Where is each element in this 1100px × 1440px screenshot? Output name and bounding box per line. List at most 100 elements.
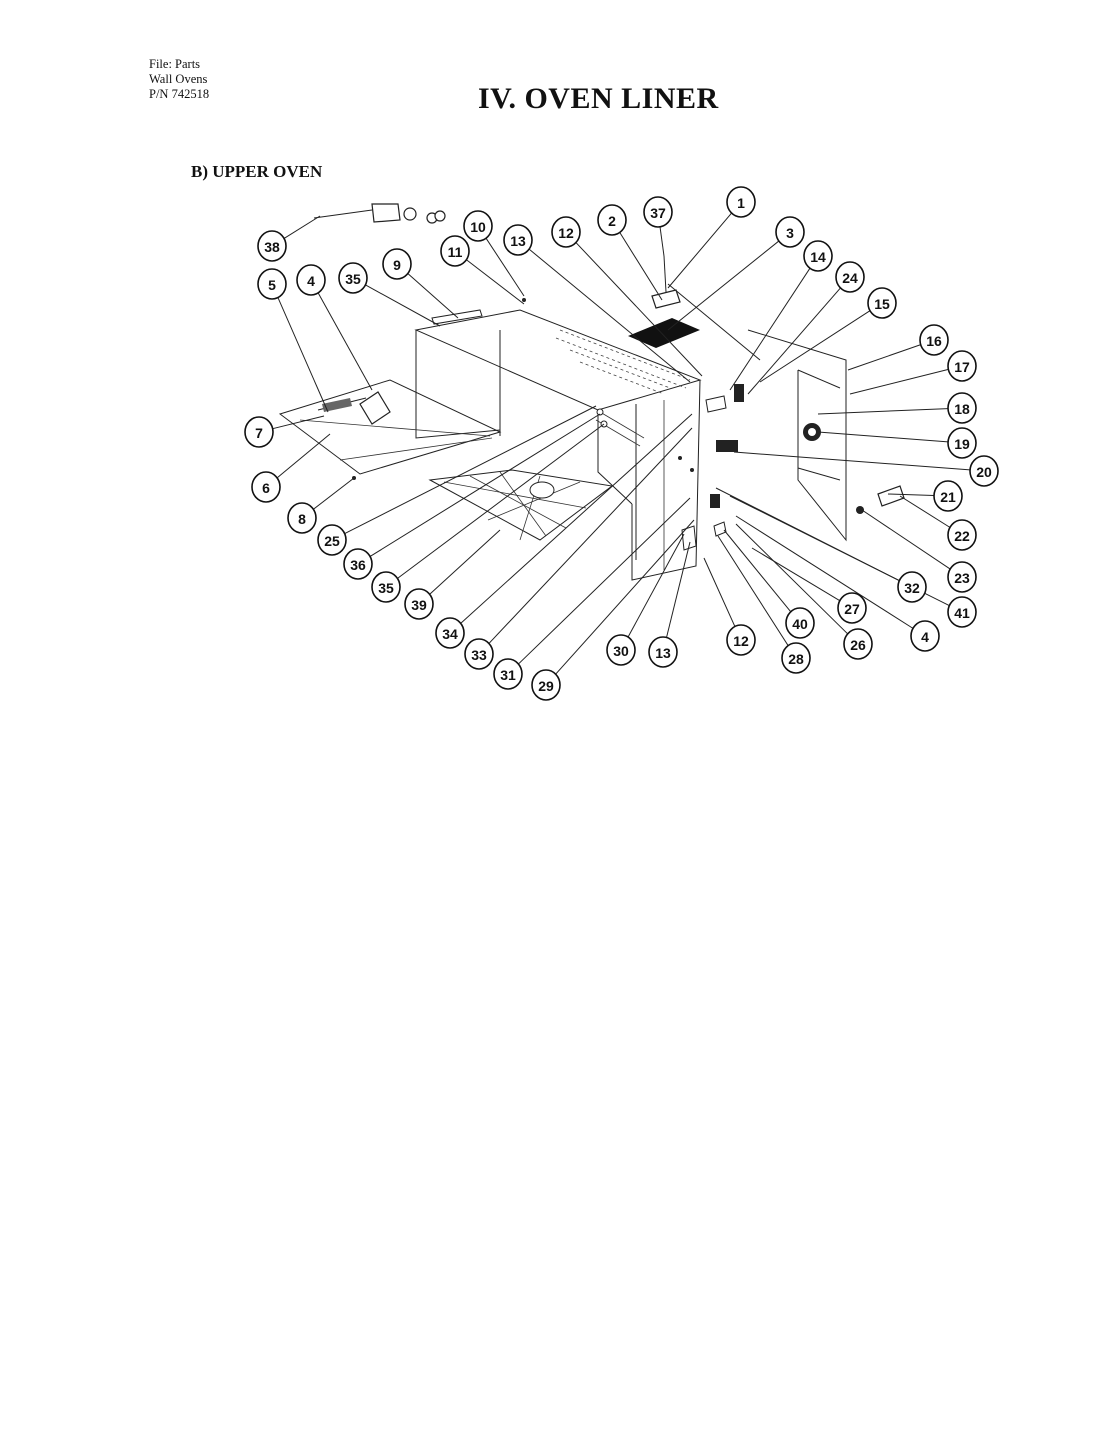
callout-21: 21 xyxy=(933,480,963,512)
callout-40: 40 xyxy=(785,607,815,639)
lower-bracket xyxy=(681,525,697,551)
callout-16: 16 xyxy=(919,324,949,356)
callout-8: 8 xyxy=(287,502,317,534)
callout-label: 3 xyxy=(786,225,794,241)
callout-label: 32 xyxy=(904,580,920,596)
leader-lines xyxy=(272,212,971,675)
leader-line-10 xyxy=(485,237,525,297)
leader-line-6 xyxy=(276,433,331,479)
leader-line-29 xyxy=(554,519,695,675)
callout-label: 26 xyxy=(850,637,866,653)
door-switch xyxy=(734,384,744,402)
file-info-line-2: Wall Ovens xyxy=(149,72,208,86)
callout-label: 36 xyxy=(350,557,366,573)
file-info-line-3: P/N 742518 xyxy=(149,87,210,101)
leader-line-12 xyxy=(575,241,703,377)
top-vent-pattern xyxy=(555,329,691,395)
callout-38: 38 xyxy=(257,230,287,262)
callout-39: 39 xyxy=(404,588,434,620)
callout-label: 6 xyxy=(262,480,270,496)
callout-32: 32 xyxy=(897,571,927,603)
callout-31: 31 xyxy=(493,658,523,690)
callout-label: 4 xyxy=(307,273,315,289)
tray-ribs xyxy=(443,471,587,541)
callout-label: 41 xyxy=(954,605,970,621)
callout-label: 30 xyxy=(613,643,629,659)
callout-label: 20 xyxy=(976,464,992,480)
callout-label: 13 xyxy=(510,233,526,249)
callout-41: 41 xyxy=(947,596,977,628)
left-baffle-panel xyxy=(278,379,502,475)
leader-line-12 xyxy=(703,557,736,628)
leader-line-9 xyxy=(407,272,459,319)
leader-line-38 xyxy=(283,215,321,240)
leader-line-40 xyxy=(723,529,792,613)
callout-4: 4 xyxy=(910,620,940,652)
callout-label: 18 xyxy=(954,401,970,417)
leader-line-30 xyxy=(627,533,685,638)
leader-line-17 xyxy=(849,368,949,395)
terminal-block xyxy=(710,494,720,508)
leader-line-4 xyxy=(317,291,373,391)
leader-line-5 xyxy=(277,296,329,413)
callout-label: 10 xyxy=(470,219,486,235)
leader-line-27 xyxy=(751,547,841,602)
leader-line-37 xyxy=(659,225,665,257)
callout-label: 11 xyxy=(448,244,463,260)
callout-label: 21 xyxy=(940,489,956,505)
file-info-line-1: File: Parts xyxy=(149,57,201,71)
callout-10: 10 xyxy=(463,210,493,242)
leader-line-13 xyxy=(665,541,691,639)
section-title: B) UPPER OVEN xyxy=(191,162,323,181)
leader-line-35 xyxy=(365,284,441,327)
oven-drawing xyxy=(278,203,905,581)
sensor-housing xyxy=(651,289,681,309)
bracket-arm xyxy=(322,398,352,412)
rear-panel xyxy=(747,329,847,542)
page-title: IV. OVEN LINER xyxy=(478,82,719,115)
callout-4: 4 xyxy=(296,264,326,296)
callout-label: 23 xyxy=(954,570,970,586)
leader-line-16 xyxy=(847,344,921,371)
callout-label: 28 xyxy=(788,651,804,667)
leader-line-19 xyxy=(817,431,949,443)
leader-line-2 xyxy=(618,231,663,301)
leader-line-3 xyxy=(667,240,780,331)
leader-line-24 xyxy=(747,287,842,395)
callout-35: 35 xyxy=(338,262,368,294)
callout-label: 8 xyxy=(298,511,306,527)
callout-label: 17 xyxy=(954,359,970,375)
leader-line-4 xyxy=(735,515,914,629)
callout-label: 29 xyxy=(538,678,554,694)
leader-line-25 xyxy=(344,405,597,535)
leader-line-18 xyxy=(817,408,949,415)
callout-label: 37 xyxy=(650,205,666,221)
callout-13: 13 xyxy=(503,224,533,256)
callout-5: 5 xyxy=(257,268,287,300)
callout-30: 30 xyxy=(606,634,636,666)
callout-label: 12 xyxy=(733,633,749,649)
leader-line-28 xyxy=(717,535,789,647)
callout-label: 40 xyxy=(792,616,808,632)
callout-label: 34 xyxy=(442,626,458,642)
callout-6: 6 xyxy=(251,471,281,503)
leader-line-31 xyxy=(517,497,691,665)
callout-label: 33 xyxy=(471,647,487,663)
callout-label: 35 xyxy=(378,580,394,596)
bottom-liner-tray xyxy=(428,469,614,541)
callout-15: 15 xyxy=(867,287,897,319)
callout-17: 17 xyxy=(947,350,977,382)
callout-19: 19 xyxy=(947,427,977,459)
leader-line-39 xyxy=(428,529,501,595)
callout-7: 7 xyxy=(244,416,274,448)
callout-29: 29 xyxy=(531,669,561,701)
callout-label: 7 xyxy=(255,425,263,441)
callout-14: 14 xyxy=(803,240,833,272)
cavity-front-corner xyxy=(597,410,633,505)
callout-24: 24 xyxy=(835,261,865,293)
leader-line-33 xyxy=(488,427,693,645)
leader-line-7 xyxy=(272,415,325,430)
callout-9: 9 xyxy=(382,248,412,280)
